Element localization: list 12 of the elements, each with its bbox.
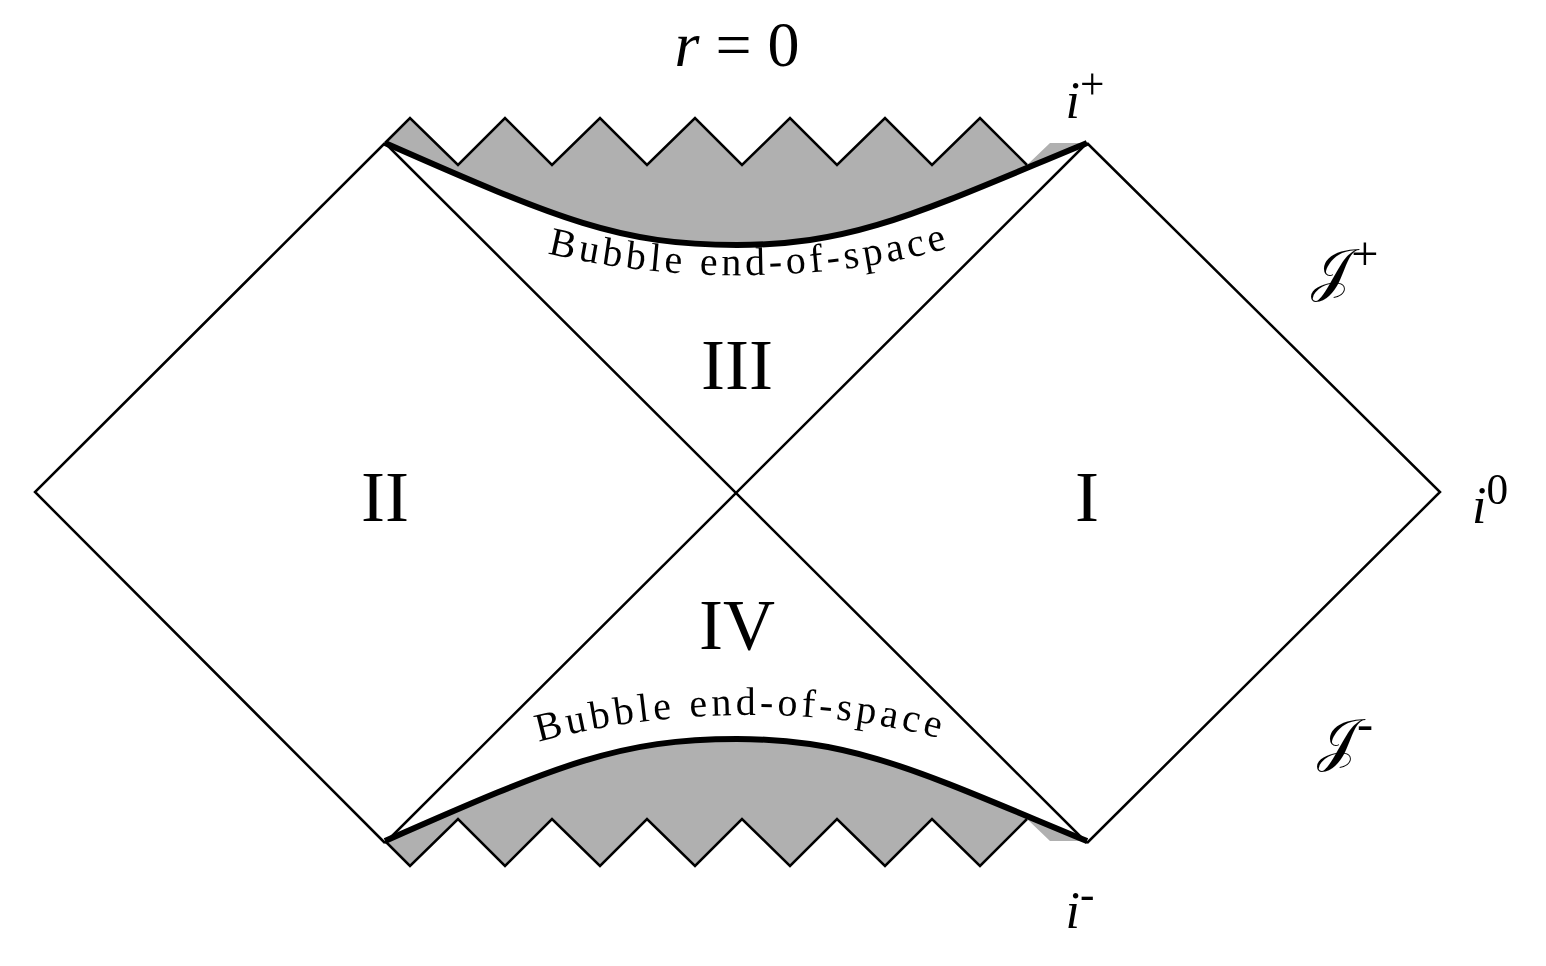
- point-label: i$^{0}$: [1471, 468, 1509, 532]
- surface-label: Bubble end-of-space: [545, 212, 954, 285]
- region-label: III: [701, 329, 773, 401]
- surface-label: Bubble end-of-space: [529, 678, 952, 751]
- boundary-label: 𝒥$^{-}$: [1316, 699, 1374, 771]
- point-label: i$^{-}$: [1065, 873, 1095, 937]
- region-label: IV: [699, 589, 775, 661]
- boundary-label: 𝒥$^{+}$: [1311, 229, 1379, 301]
- point-label: i$^{+}$: [1065, 63, 1105, 127]
- region-label: I: [1075, 461, 1099, 533]
- boundary-label: r = 0: [674, 13, 800, 77]
- region-label: II: [361, 461, 409, 533]
